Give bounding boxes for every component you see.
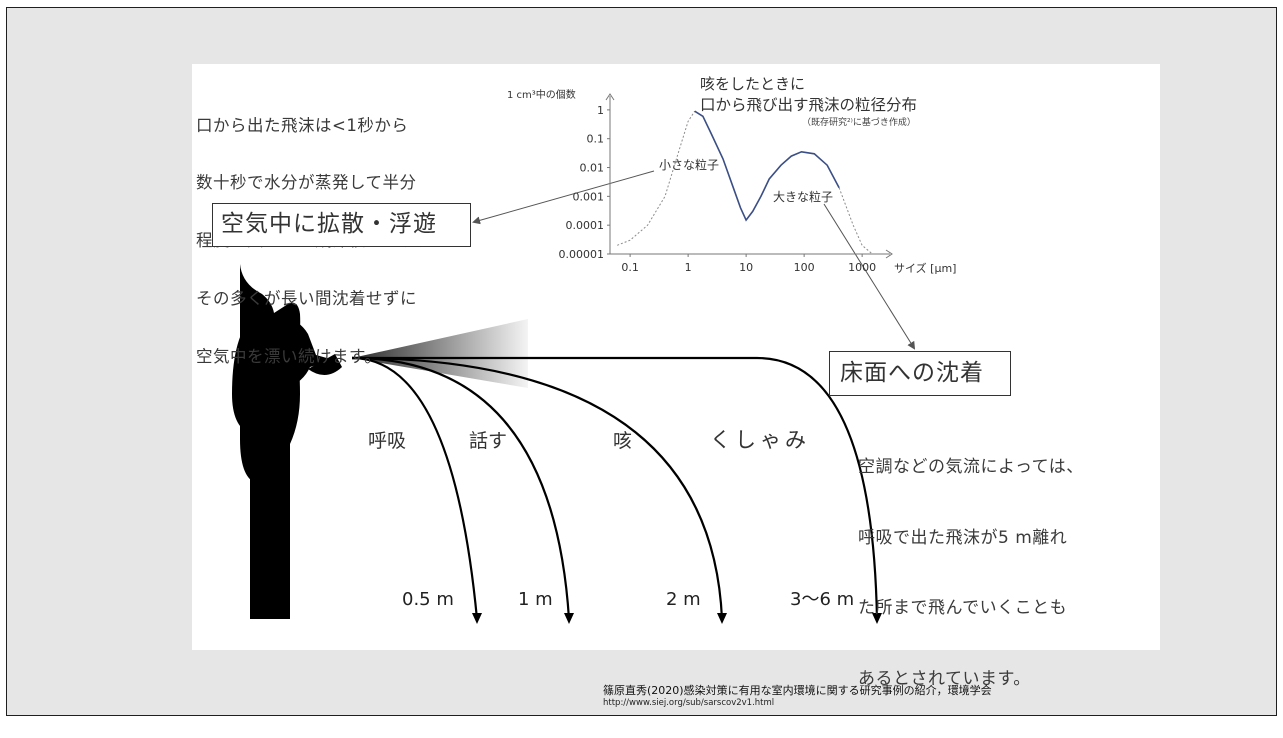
description-right-line: 空調などの気流によっては、 <box>858 456 1084 480</box>
citation-text: 篠原直秀(2020)感染対策に有用な室内環境に関する研究事例の紹介，環境学会 <box>603 683 992 698</box>
annotation-large-particles: 大きな粒子 <box>773 190 833 204</box>
chart-x-tick-label: 100 <box>794 261 815 274</box>
citation: 篠原直秀(2020)感染対策に有用な室内環境に関する研究事例の紹介，環境学会 h… <box>603 683 992 709</box>
description-right-line: た所まで飛んでいくことも <box>858 597 1084 621</box>
chart-title: 咳をしたときに <box>700 76 805 94</box>
label-cough: 咳 <box>613 430 632 452</box>
box-airborne: 空気中に拡散・浮遊 <box>212 203 471 247</box>
trajectory-arrowheads <box>472 613 882 624</box>
arrow-to-floor <box>824 204 914 348</box>
distance-cough: 2 m <box>666 589 701 610</box>
citation-url: http://www.siej.org/sub/sarscov2v1.html <box>603 698 992 709</box>
box-floor-deposition: 床面への沈着 <box>829 351 1011 396</box>
chart-y-tick-label: 0.00001 <box>559 248 605 261</box>
label-speaking: 話す <box>469 430 507 452</box>
chart-x-tick-label: 0.1 <box>621 261 639 274</box>
chart-y-tick-label: 1 <box>597 104 604 117</box>
arrow-to-airborne <box>474 171 654 222</box>
annotation-small-particles: 小さな粒子 <box>659 158 719 172</box>
label-sneeze: くしゃみ <box>710 428 810 453</box>
description-left-line: 空気中を漂い続けます。 <box>196 347 433 366</box>
chart-title-line2: 口から飛び出す飛沫の粒径分布 <box>700 96 917 114</box>
description-left-line: その多くが長い間沈着せずに <box>196 289 433 308</box>
chart-y-tick-label: 0.0001 <box>566 219 605 232</box>
description-right-line: 呼吸で出た飛沫が5 m離れ <box>858 527 1084 551</box>
chart-subtitle: （既存研究²⁾に基づき作成） <box>802 118 916 129</box>
distance-speaking: 1 m <box>518 589 553 610</box>
chart-x-tick-label: 1000 <box>848 261 876 274</box>
label-breathing: 呼吸 <box>368 430 406 452</box>
chart-y-label: 1 cm³中の個数 <box>507 90 576 102</box>
chart-x-label: サイズ [μm] <box>894 263 956 276</box>
chart-series-tail-right <box>839 188 872 254</box>
distance-breathing: 0.5 m <box>402 589 454 610</box>
chart-y-tick-label: 0.01 <box>580 162 605 175</box>
description-left-line: 数十秒で水分が蒸発して半分 <box>196 173 433 192</box>
chart-y-tick-label: 0.001 <box>573 190 605 203</box>
description-left-line: 口から出た飛沫は<1秒から <box>196 116 433 135</box>
chart-x-tick-label: 10 <box>739 261 753 274</box>
chart-y-tick-label: 0.1 <box>587 133 605 146</box>
chart-x-tick-label: 1 <box>685 261 692 274</box>
distance-sneeze: 3～6 m <box>790 589 854 610</box>
